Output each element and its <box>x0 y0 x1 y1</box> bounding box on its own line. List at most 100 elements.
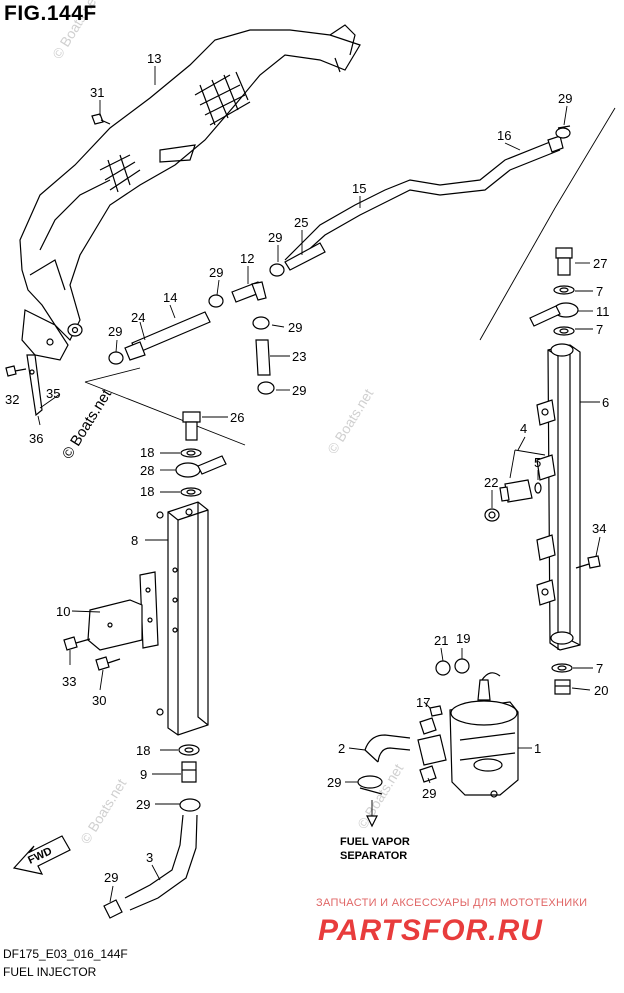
callout-29: 29 <box>422 786 436 801</box>
callout-18: 18 <box>140 484 154 499</box>
delivery-pipe-6 <box>536 343 581 651</box>
washer-7-lower <box>551 663 573 673</box>
washer-18-upper <box>180 448 202 458</box>
hose-14 <box>124 311 211 361</box>
callout-9: 9 <box>140 767 147 782</box>
hose-3 <box>124 814 198 911</box>
callout-36: 36 <box>29 431 43 446</box>
grommet-21 <box>435 660 451 676</box>
washer-18-bottom <box>178 744 200 756</box>
callout-21: 21 <box>434 633 448 648</box>
clip-29-hose-23-top <box>252 316 270 330</box>
callout-2: 2 <box>338 741 345 756</box>
clip-29-mid <box>269 263 285 277</box>
callout-11: 11 <box>596 304 610 319</box>
callout-18: 18 <box>136 743 150 758</box>
callout-19: 19 <box>456 631 470 646</box>
bolt-17 <box>429 705 443 717</box>
callout-1: 1 <box>534 741 541 756</box>
brand-name: PARTSFOR.RU <box>318 914 543 947</box>
washer-18-lower <box>180 487 202 497</box>
figure-model-code: DF175_E03_016_144F <box>3 947 128 961</box>
bolt-33 <box>63 636 91 651</box>
callout-28: 28 <box>140 463 154 478</box>
callout-5: 5 <box>534 455 541 470</box>
grommet-22 <box>484 508 500 522</box>
fwd-arrow: FWD <box>12 835 71 875</box>
bolt-32 <box>5 365 27 377</box>
callout-12: 12 <box>240 251 254 266</box>
callout-4: 4 <box>520 421 527 436</box>
hose-2 <box>364 734 411 763</box>
watermark: © Boats.net <box>77 776 130 847</box>
banjo-28 <box>175 455 227 478</box>
callout-29: 29 <box>327 775 341 790</box>
callout-29-bottom: 29 <box>104 870 118 885</box>
bolt-30 <box>95 656 121 671</box>
callout-30: 30 <box>92 693 106 708</box>
hose-25 <box>284 242 326 271</box>
callout-23: 23 <box>292 349 306 364</box>
washer-7-mid <box>553 326 575 336</box>
brand-tagline: ЗАПЧАСТИ И АКСЕССУАРЫ ДЛЯ МОТОТЕХНИКИ <box>316 897 587 909</box>
fuel-hose-cover <box>19 24 361 342</box>
callout-33: 33 <box>62 674 76 689</box>
joint-12 <box>231 281 267 303</box>
bracket-plate <box>21 309 69 361</box>
callout-17: 17 <box>416 695 430 710</box>
figure-title: FIG.144F <box>4 2 97 25</box>
callout-13: 13 <box>147 51 161 66</box>
bolt-31 <box>91 113 111 125</box>
callout-14: 14 <box>163 290 177 305</box>
callout-29: 29 <box>268 230 282 245</box>
fuel-hose-16 <box>284 135 564 269</box>
fuel-injector-4 <box>499 449 546 503</box>
callout-10: 10 <box>56 604 70 619</box>
callout-29: 29 <box>108 324 122 339</box>
callout-18: 18 <box>140 445 154 460</box>
callout-7: 7 <box>596 661 603 676</box>
union-bolt-27 <box>555 247 573 276</box>
plug-20 <box>554 679 571 695</box>
callout-20: 20 <box>594 683 608 698</box>
callout-29: 29 <box>209 265 223 280</box>
banjo-11 <box>529 302 579 327</box>
callout-29: 29 <box>292 383 306 398</box>
callout-16: 16 <box>497 128 511 143</box>
callout-29: 29 <box>136 797 150 812</box>
callout-7: 7 <box>596 284 603 299</box>
callout-35: 35 <box>46 386 60 401</box>
note-line-2: SEPARATOR <box>340 850 407 862</box>
stay-bracket <box>26 354 43 417</box>
callout-3: 3 <box>146 850 153 865</box>
callout-8: 8 <box>131 533 138 548</box>
callout-15: 15 <box>352 181 366 196</box>
fuel-cooler-8 <box>156 501 209 736</box>
clip-29-separator <box>419 765 437 783</box>
callout-29: 29 <box>288 320 302 335</box>
watermark: © Boats.net <box>59 386 116 462</box>
clip-29-left <box>208 294 224 308</box>
callout-24: 24 <box>131 310 145 325</box>
clip-29-top-right <box>555 125 571 139</box>
washer-7-upper <box>553 285 575 295</box>
callout-25: 25 <box>294 215 308 230</box>
callout-31: 31 <box>90 85 104 100</box>
grommet-19 <box>454 658 470 674</box>
watermark: © Boats.net <box>324 386 377 457</box>
watermark: © Boats.net <box>354 761 407 832</box>
callout-26: 26 <box>230 410 244 425</box>
bolt-34 <box>575 555 601 569</box>
callout-7: 7 <box>596 322 603 337</box>
clip-29-cooler <box>179 798 201 812</box>
figure-name: FUEL INJECTOR <box>3 965 97 979</box>
callout-6: 6 <box>602 395 609 410</box>
vapor-separator-1 <box>417 672 519 798</box>
clip-29-hose-23-bottom <box>257 381 275 395</box>
fitting-9 <box>181 761 197 783</box>
callout-29: 29 <box>558 91 572 106</box>
clip-29-bottom <box>103 899 123 919</box>
union-bolt-26 <box>182 411 201 441</box>
clip-29-lower-left <box>108 351 124 365</box>
